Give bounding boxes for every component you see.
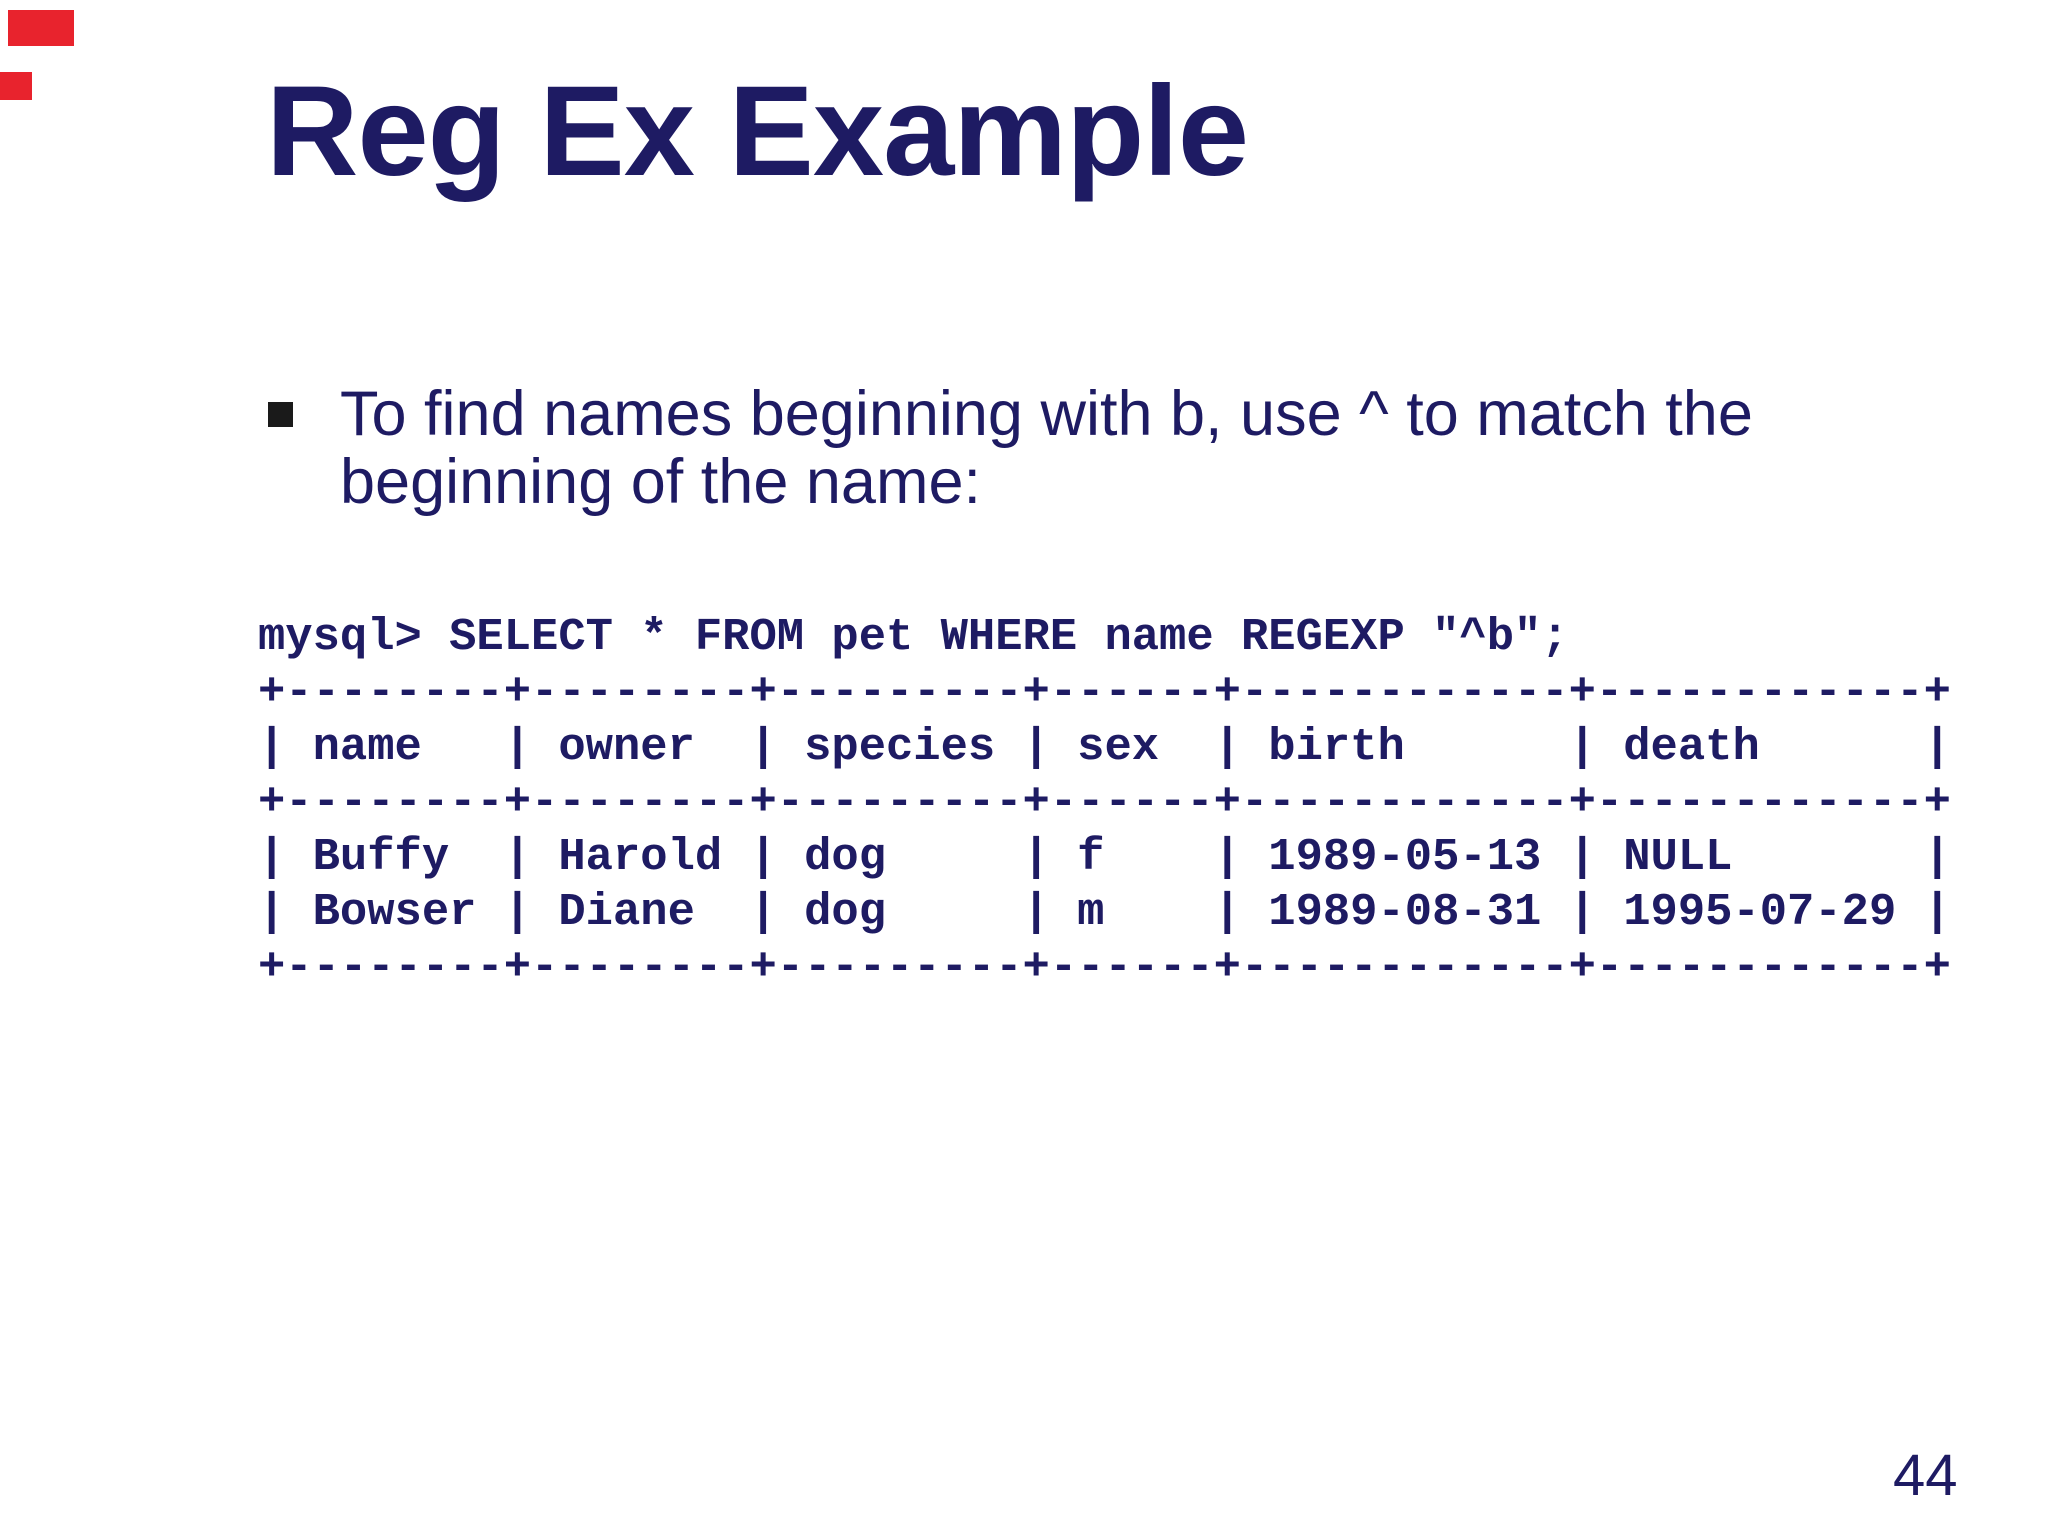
table-border-line: +--------+--------+---------+------+----…: [258, 776, 1951, 828]
bullet-item: To find names beginning with b, use ^ to…: [268, 380, 1940, 516]
mysql-console-output: mysql> SELECT * FROM pet WHERE name REGE…: [258, 610, 1951, 995]
table-row: | Bowser | Diane | dog | m | 1989-08-31 …: [258, 886, 1951, 938]
table-header-row: | name | owner | species | sex | birth |…: [258, 721, 1951, 773]
table-border-line: +--------+--------+---------+------+----…: [258, 666, 1951, 718]
page-number: 44: [1893, 1443, 1958, 1508]
red-artifact-mark: [8, 10, 74, 46]
bullet-square-icon: [268, 402, 293, 427]
table-row: | Buffy | Harold | dog | f | 1989-05-13 …: [258, 831, 1951, 883]
page-title: Reg Ex Example: [266, 60, 1249, 203]
mysql-query-line: mysql> SELECT * FROM pet WHERE name REGE…: [258, 611, 1569, 663]
table-border-line: +--------+--------+---------+------+----…: [258, 941, 1951, 993]
red-artifact-mark: [0, 72, 32, 100]
bullet-text: To find names beginning with b, use ^ to…: [340, 379, 1753, 517]
